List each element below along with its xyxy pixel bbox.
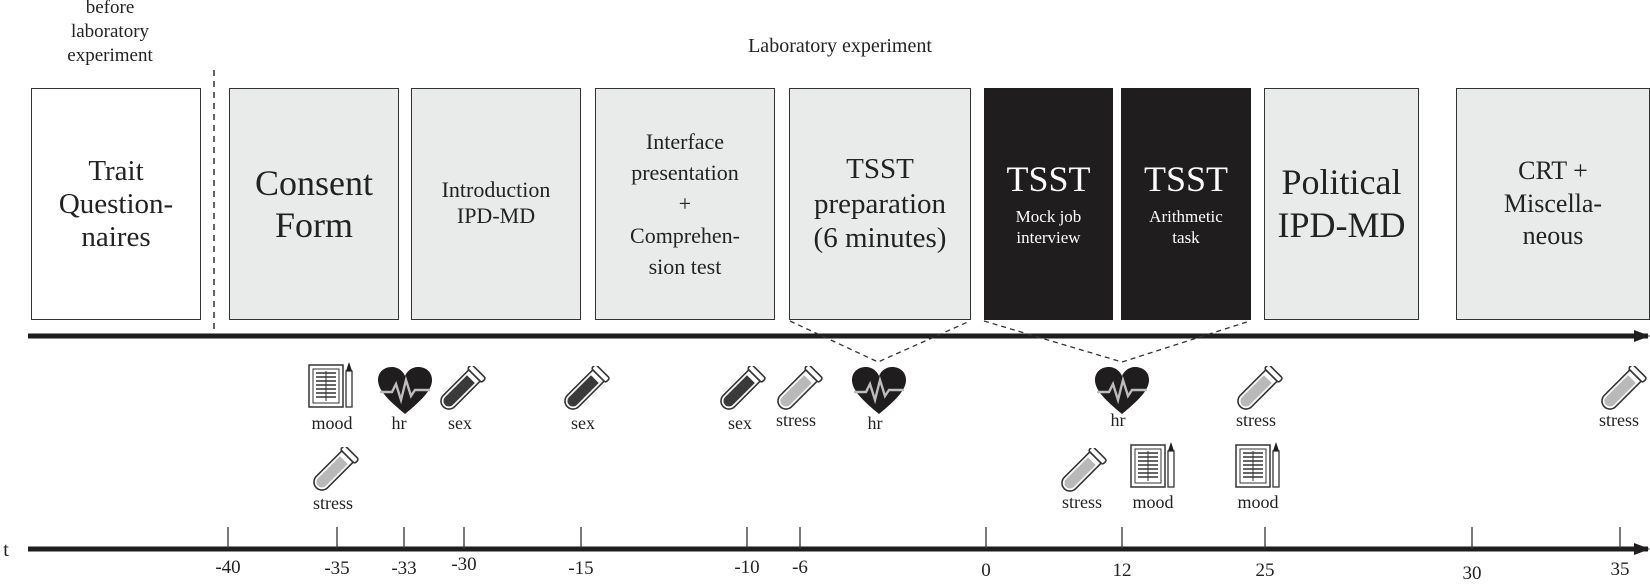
questionnaire-icon bbox=[1130, 441, 1176, 494]
box-introduction-ipd-md: Introduction IPD-MD bbox=[411, 88, 581, 320]
time-axis-symbol: t bbox=[3, 539, 9, 561]
box-text: Interface presentation + Comprehen- sion… bbox=[630, 128, 740, 279]
box-text: CRT + Miscella- neous bbox=[1503, 156, 1603, 251]
box-text: Introduction IPD-MD bbox=[441, 177, 551, 228]
time-tick-label: -10 bbox=[734, 557, 760, 578]
measure-label: sex bbox=[571, 413, 595, 433]
saliva-tube-light-icon bbox=[1597, 364, 1647, 417]
box-text: TSST preparation (6 minutes) bbox=[813, 152, 947, 255]
measure-label: hr bbox=[1110, 410, 1126, 430]
box-subtitle: Mock job interview bbox=[1015, 206, 1082, 247]
time-tick-label: 12 bbox=[1112, 560, 1132, 581]
questionnaire-icon bbox=[1235, 441, 1281, 494]
measure-label: stress bbox=[1062, 492, 1102, 512]
saliva-tube-light-icon bbox=[309, 445, 359, 498]
time-tick-label: -33 bbox=[391, 558, 417, 579]
saliva-tube-dark-icon bbox=[560, 364, 610, 417]
box-tsst-mock-job-interview: TSST Mock job interview bbox=[984, 88, 1113, 320]
box-consent-form: Consent Form bbox=[229, 88, 399, 320]
saliva-tube-light-icon bbox=[1233, 364, 1283, 417]
saliva-tube-light-icon bbox=[773, 364, 823, 417]
box-trait-questionnaires: Trait Question- naires bbox=[31, 88, 201, 320]
tsst-zoom-lines bbox=[983, 320, 1251, 363]
time-tick-label: 35 bbox=[1610, 559, 1630, 580]
measure-label: stress bbox=[1236, 410, 1276, 430]
time-tick-label: 0 bbox=[981, 560, 991, 581]
time-tick-lines bbox=[227, 527, 1621, 549]
time-tick-label: -35 bbox=[324, 558, 350, 579]
time-tick-label: -15 bbox=[568, 558, 594, 579]
time-tick-label: 25 bbox=[1255, 560, 1275, 581]
heart-rate-icon bbox=[1093, 366, 1151, 421]
measure-label: stress bbox=[776, 410, 816, 430]
measure-label: stress bbox=[313, 493, 353, 513]
saliva-tube-dark-icon bbox=[436, 364, 486, 417]
measure-label: hr bbox=[867, 413, 883, 433]
saliva-tube-light-icon bbox=[1057, 446, 1107, 499]
time-tick-label: 30 bbox=[1462, 563, 1482, 584]
box-text: Trait Question- naires bbox=[58, 154, 174, 253]
saliva-tube-dark-icon bbox=[716, 364, 766, 417]
time-tick-label: -30 bbox=[451, 554, 477, 575]
measure-label: hr bbox=[391, 413, 407, 433]
box-tsst-arithmetic-task: TSST Arithmetic task bbox=[1121, 88, 1251, 320]
measure-label: mood bbox=[311, 413, 353, 433]
box-political-ipd-md: Political IPD-MD bbox=[1264, 88, 1419, 320]
time-tick-label: -40 bbox=[215, 557, 241, 578]
box-crt-miscellaneous: CRT + Miscella- neous bbox=[1456, 88, 1650, 320]
measure-label: sex bbox=[728, 413, 752, 433]
box-text: Political IPD-MD bbox=[1277, 161, 1406, 245]
box-subtitle: Arithmetic task bbox=[1149, 206, 1223, 247]
box-tsst-preparation: TSST preparation (6 minutes) bbox=[789, 88, 971, 320]
heart-rate-icon bbox=[850, 366, 908, 421]
heart-rate-icon bbox=[376, 366, 434, 421]
measure-label: mood bbox=[1132, 492, 1174, 512]
prep-zoom-lines bbox=[789, 320, 971, 363]
measure-label: mood bbox=[1237, 492, 1279, 512]
box-title: TSST bbox=[1006, 158, 1091, 199]
box-title: TSST bbox=[1143, 158, 1229, 199]
lab-experiment-header: Laboratory experiment bbox=[748, 35, 932, 57]
before-lab-header: before laboratory experiment bbox=[67, 0, 153, 66]
time-tick-label: -6 bbox=[792, 557, 808, 578]
measure-label: stress bbox=[1599, 410, 1639, 430]
measure-label: sex bbox=[448, 413, 472, 433]
box-text: Consent Form bbox=[254, 163, 373, 245]
box-interface-comprehension: Interface presentation + Comprehen- sion… bbox=[595, 88, 775, 320]
questionnaire-icon bbox=[308, 361, 354, 414]
